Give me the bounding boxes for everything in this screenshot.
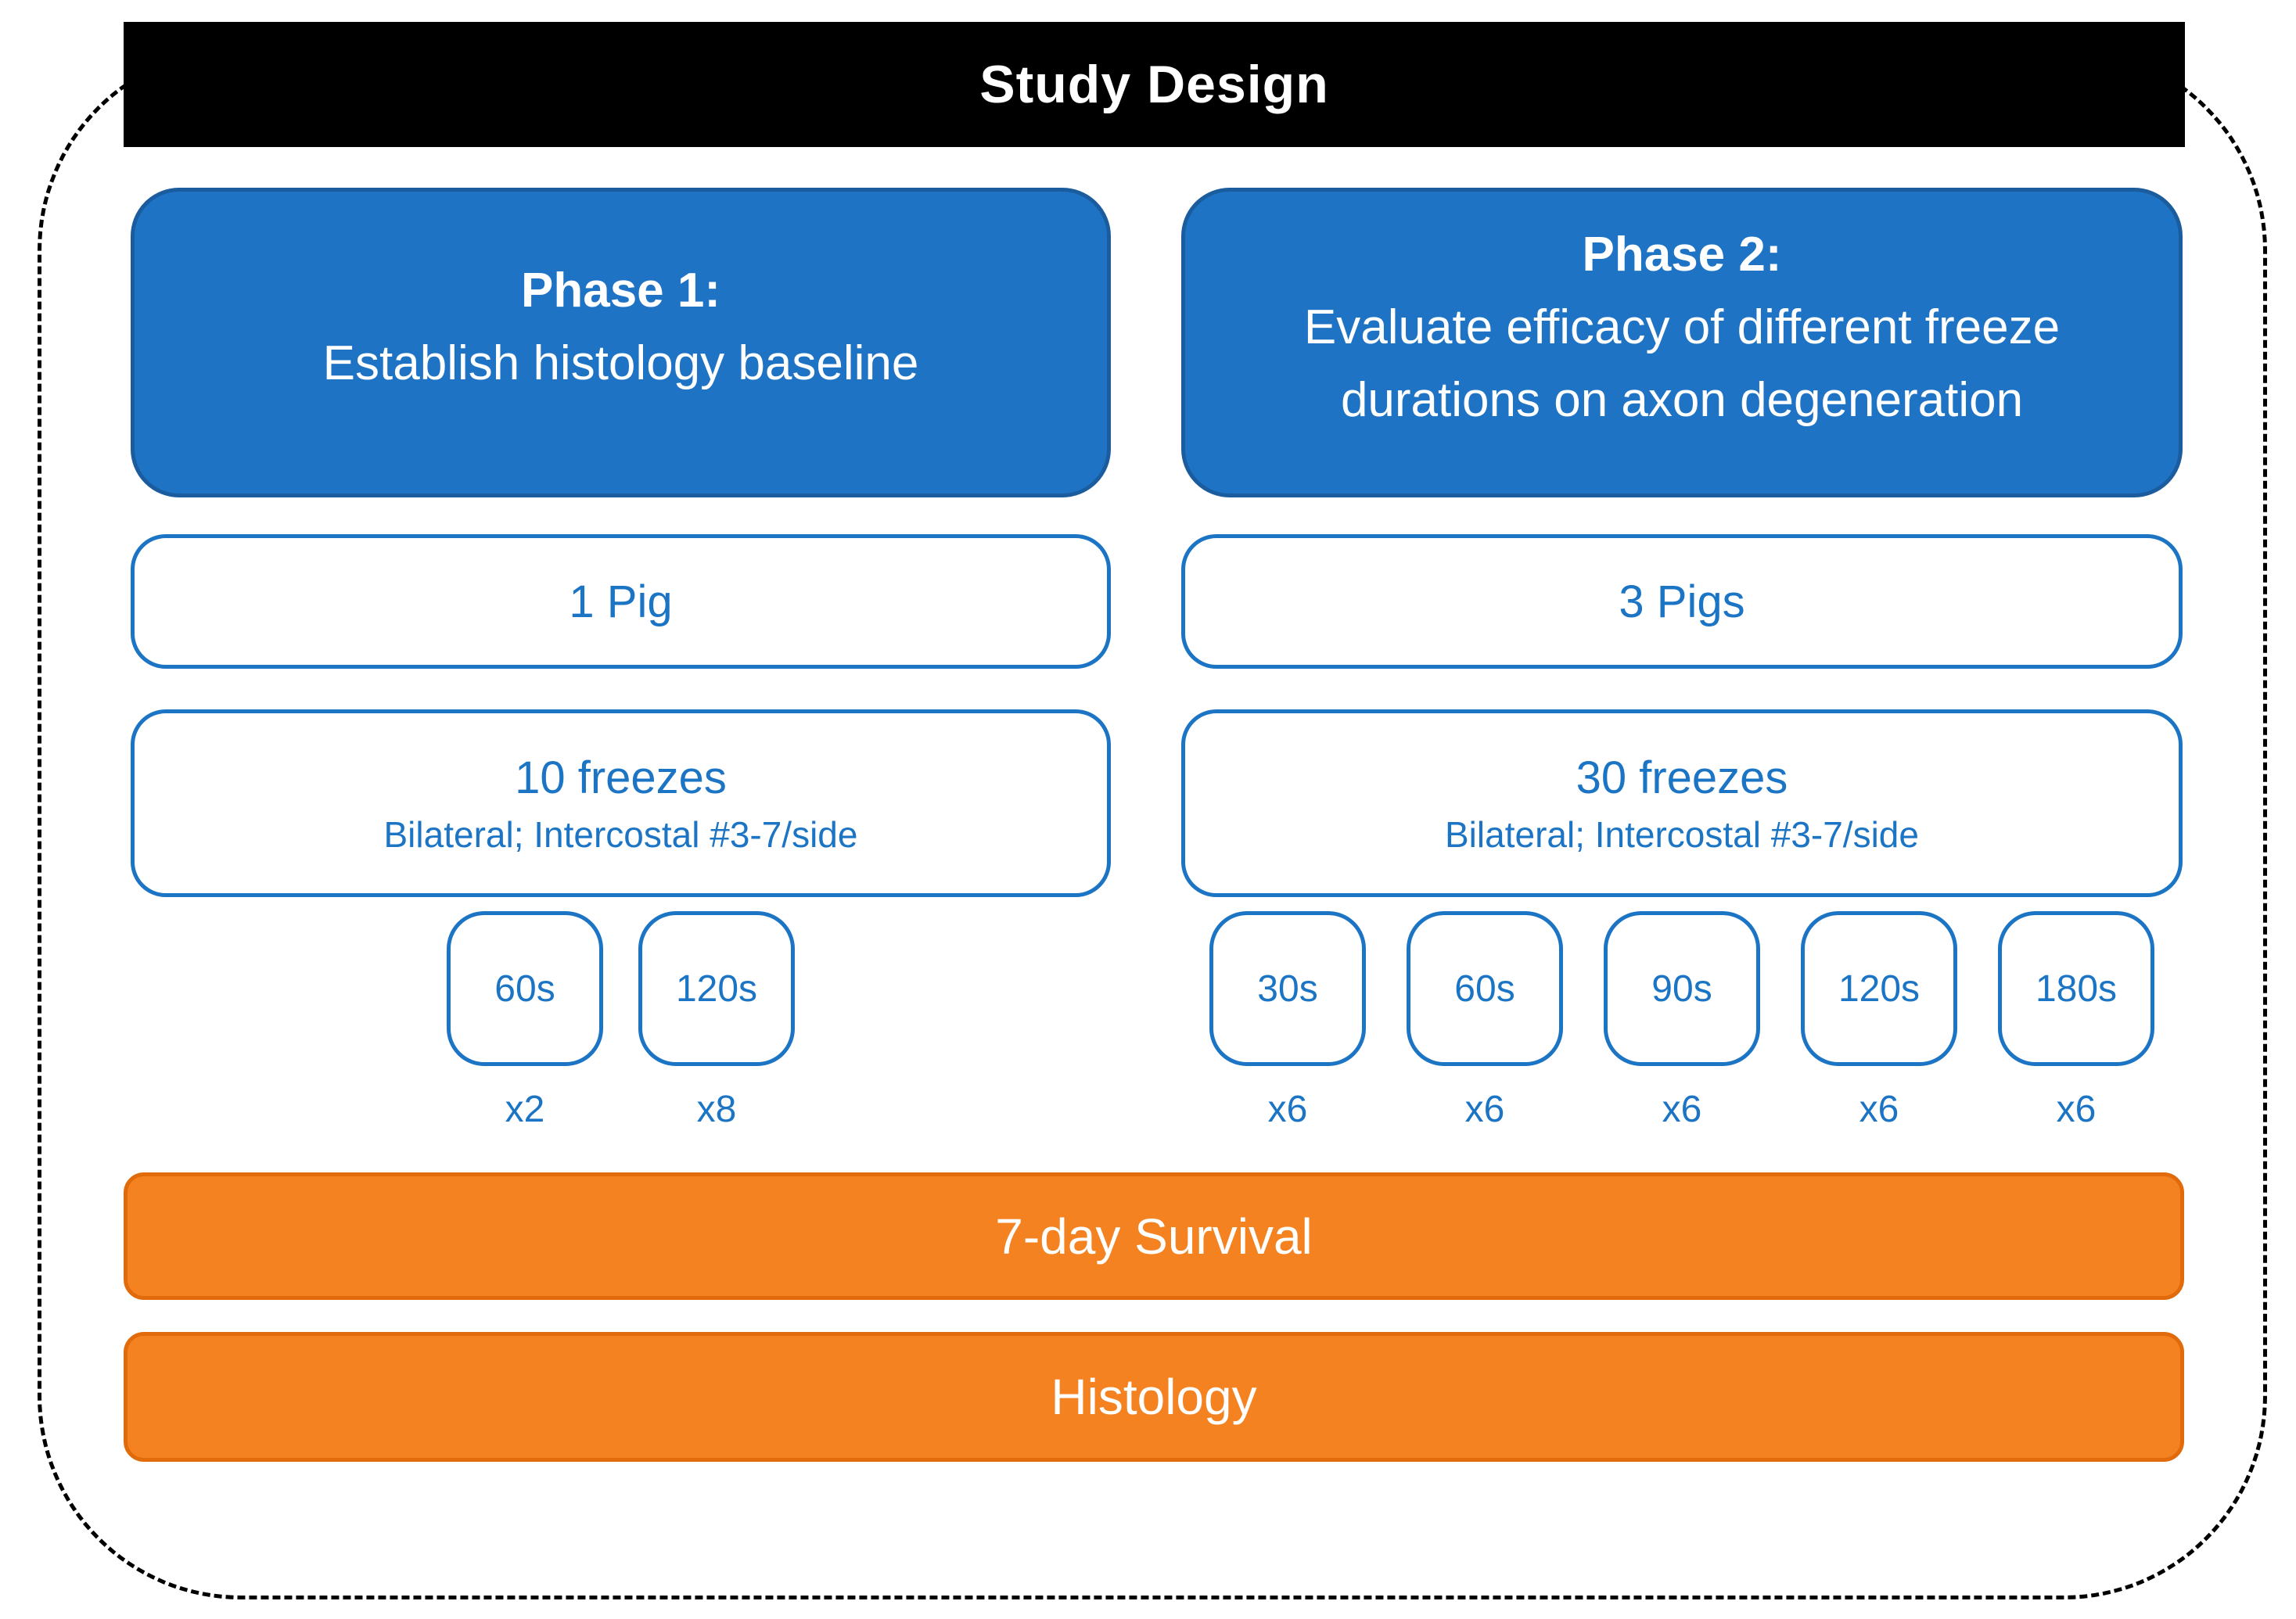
duration-label: 60s bbox=[494, 967, 555, 1010]
phase1-description: Establish histology baseline bbox=[322, 336, 919, 390]
phase1-pigs-label: 1 Pig bbox=[569, 576, 673, 627]
phase2-description: Evaluate efficacy of different freeze du… bbox=[1303, 300, 2061, 427]
phase2-duration-box-60s: 60s bbox=[1407, 911, 1563, 1066]
phase2-durations-row: 30s x6 60s x6 90s x6 120s x6 bbox=[1181, 911, 2183, 1131]
duration-label: 120s bbox=[1838, 967, 1921, 1010]
phase1-durations-row: 60s x2 120s x8 bbox=[131, 911, 1111, 1131]
phase2-duration-box-180s: 180s bbox=[1998, 911, 2154, 1066]
phase2-duration-box-30s: 30s bbox=[1209, 911, 1366, 1066]
duration-count: x6 bbox=[1267, 1089, 1308, 1130]
survival-bar-label: 7-day Survival bbox=[995, 1208, 1313, 1265]
phase2-freezes-count: 30 freezes bbox=[1576, 752, 1788, 803]
phase2-freezes-box: 30 freezes Bilateral; Intercostal #3-7/s… bbox=[1181, 709, 2183, 897]
phase1-duration-item-120s: 120s x8 bbox=[638, 911, 795, 1131]
phase2-duration-item-30s: 30s x6 bbox=[1209, 911, 1366, 1131]
phase2-duration-item-60s: 60s x6 bbox=[1407, 911, 1563, 1131]
duration-count: x8 bbox=[696, 1089, 737, 1130]
phase2-column: Phase 2: Evaluate efficacy of different … bbox=[1181, 188, 2183, 1131]
duration-count: x6 bbox=[1859, 1089, 1899, 1130]
phase2-duration-box-120s: 120s bbox=[1801, 911, 1957, 1066]
phase1-pigs-box: 1 Pig bbox=[131, 534, 1111, 669]
phase1-freezes-count: 10 freezes bbox=[515, 752, 727, 803]
phase2-duration-item-120s: 120s x6 bbox=[1801, 911, 1957, 1131]
phase2-pigs-box: 3 Pigs bbox=[1181, 534, 2183, 669]
duration-label: 180s bbox=[2035, 967, 2118, 1010]
phase2-header-box: Phase 2: Evaluate efficacy of different … bbox=[1181, 188, 2183, 497]
histology-bar-label: Histology bbox=[1051, 1369, 1257, 1425]
duration-count: x6 bbox=[1464, 1089, 1505, 1130]
phase1-freezes-detail: Bilateral; Intercostal #3-7/side bbox=[383, 813, 858, 855]
page-title: Study Design bbox=[979, 55, 1329, 114]
phase2-duration-item-90s: 90s x6 bbox=[1604, 911, 1760, 1131]
phase1-name: Phase 1: bbox=[520, 264, 721, 318]
phase1-freezes-box: 10 freezes Bilateral; Intercostal #3-7/s… bbox=[131, 709, 1111, 897]
duration-count: x6 bbox=[2056, 1089, 2097, 1130]
phase1-duration-box-120s: 120s bbox=[638, 911, 795, 1066]
phase2-name: Phase 2: bbox=[1582, 227, 1782, 282]
histology-bar: Histology bbox=[124, 1332, 2184, 1462]
phase1-column: Phase 1: Establish histology baseline 1 … bbox=[131, 188, 1111, 1131]
phase1-duration-box-60s: 60s bbox=[447, 911, 603, 1066]
duration-label: 60s bbox=[1454, 967, 1515, 1010]
phase2-duration-item-180s: 180s x6 bbox=[1998, 911, 2154, 1131]
phase2-pigs-label: 3 Pigs bbox=[1619, 576, 1745, 627]
phase1-duration-item-60s: 60s x2 bbox=[447, 911, 603, 1131]
survival-bar: 7-day Survival bbox=[124, 1172, 2184, 1300]
duration-count: x2 bbox=[505, 1089, 545, 1130]
duration-label: 30s bbox=[1257, 967, 1318, 1010]
phase1-header-box: Phase 1: Establish histology baseline bbox=[131, 188, 1111, 497]
duration-label: 120s bbox=[675, 967, 758, 1010]
phase2-freezes-detail: Bilateral; Intercostal #3-7/side bbox=[1445, 813, 1919, 855]
phase2-duration-box-90s: 90s bbox=[1604, 911, 1760, 1066]
duration-label: 90s bbox=[1651, 967, 1712, 1010]
diagram-title-bar: Study Design bbox=[124, 22, 2185, 147]
duration-count: x6 bbox=[1662, 1089, 1702, 1130]
